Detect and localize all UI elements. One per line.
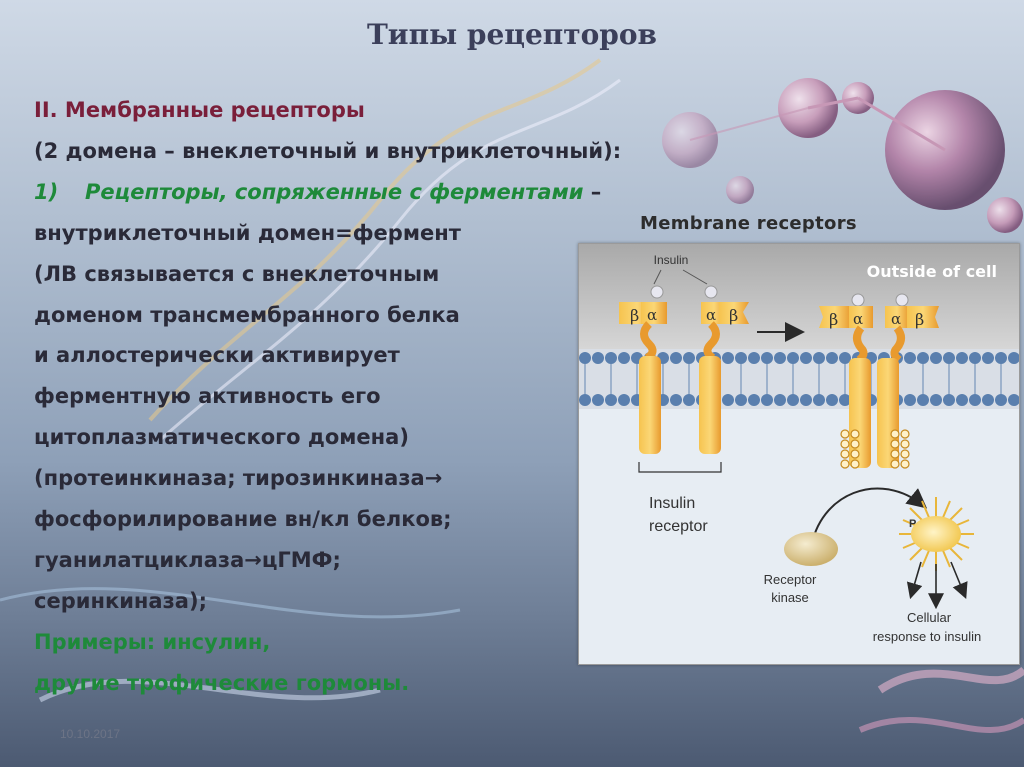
insulin-molecule [895,293,909,307]
phosphorylation-arrow [810,487,928,550]
outside-cell-label: Outside of cell [867,262,997,281]
phosphate-label: P [909,518,916,530]
alpha-subunit: α [706,306,716,324]
highlighted-term: Рецепторы, сопряженные с ферментами [85,179,584,204]
response-arrow [950,561,968,599]
alpha-subunit: α [853,310,863,328]
insulin-molecule [650,285,664,299]
beta-subunit: β [915,310,924,329]
text-line: доменом трансмембранного белка [34,302,460,327]
insulin-label: Insulin [654,253,689,267]
insulin-receptor-label-2: receptor [649,518,708,535]
text-line: и аллостерически активирует [34,343,400,368]
beta-subunit: β [630,306,639,325]
insulin-receptor-label-1: Insulin [649,495,695,512]
section-heading: II. Мембранные рецепторы [34,98,365,122]
receptor-kinase-label-1: Receptor [764,572,817,587]
receptor-kinase-shape [784,532,838,566]
cellular-response-label-1: Cellular [907,610,952,625]
insulin-pointer [682,269,708,285]
alpha-subunit: α [891,310,901,328]
molecule-spheres [662,78,1023,233]
membrane-receptor-figure: Outside of cell Insulin β α α β Insulin … [578,243,1020,665]
figure-title: Membrane receptors [640,213,857,234]
text-line: (2 домена – внеклеточный и внутриклеточн… [34,138,622,163]
insulin-molecule [704,285,718,299]
list-item-1: 1) Рецепторы, сопряженные с ферментами – [34,172,601,213]
text-line: (протеинкиназа; тирозинкиназа→ [34,466,443,491]
text-line: цитоплазматического домена) [34,425,409,450]
phosphate-groups [840,429,910,469]
beta-subunit: β [829,310,838,329]
insulin-pointer [653,269,662,285]
slide-body: II. Мембранные рецепторы (2 домена – вне… [34,90,622,704]
text-line: внутриклеточный домен=фермент [34,220,461,245]
receptor-kinase-label-2: kinase [771,590,809,605]
receptor-diagram: Outside of cell Insulin β α α β Insulin … [579,244,1019,664]
text-line: (ЛВ связывается с внеклеточным [34,261,440,286]
text-line: фосфорилирование вн/кл белков; [34,507,452,532]
response-arrow [906,561,923,600]
text-line: серинкиназа); [34,588,207,613]
bottom-ribbons [38,666,1024,733]
dna-helix [0,58,621,619]
slide-title: Типы рецепторов [366,18,658,51]
active-insulin-receptor: β α α β [819,293,939,469]
examples-line: другие трофические гормоны. [34,670,410,695]
list-number: 1) [34,179,59,204]
cellular-response-label-2: response to insulin [873,629,981,644]
beta-subunit: β [729,306,738,325]
text-line: ферментную активность его [34,384,381,409]
slide-date: 10.10.2017 [60,727,121,741]
examples-line: Примеры: инсулин, [34,629,271,654]
inactive-insulin-receptor: β α α β [619,285,749,454]
dash: – [583,179,602,204]
alpha-subunit: α [647,306,657,324]
activated-kinase: P [899,497,974,571]
insulin-molecule [851,293,865,307]
text-line: гуанилатциклаза→цГМФ; [34,547,341,572]
receptor-bracket [638,462,722,473]
